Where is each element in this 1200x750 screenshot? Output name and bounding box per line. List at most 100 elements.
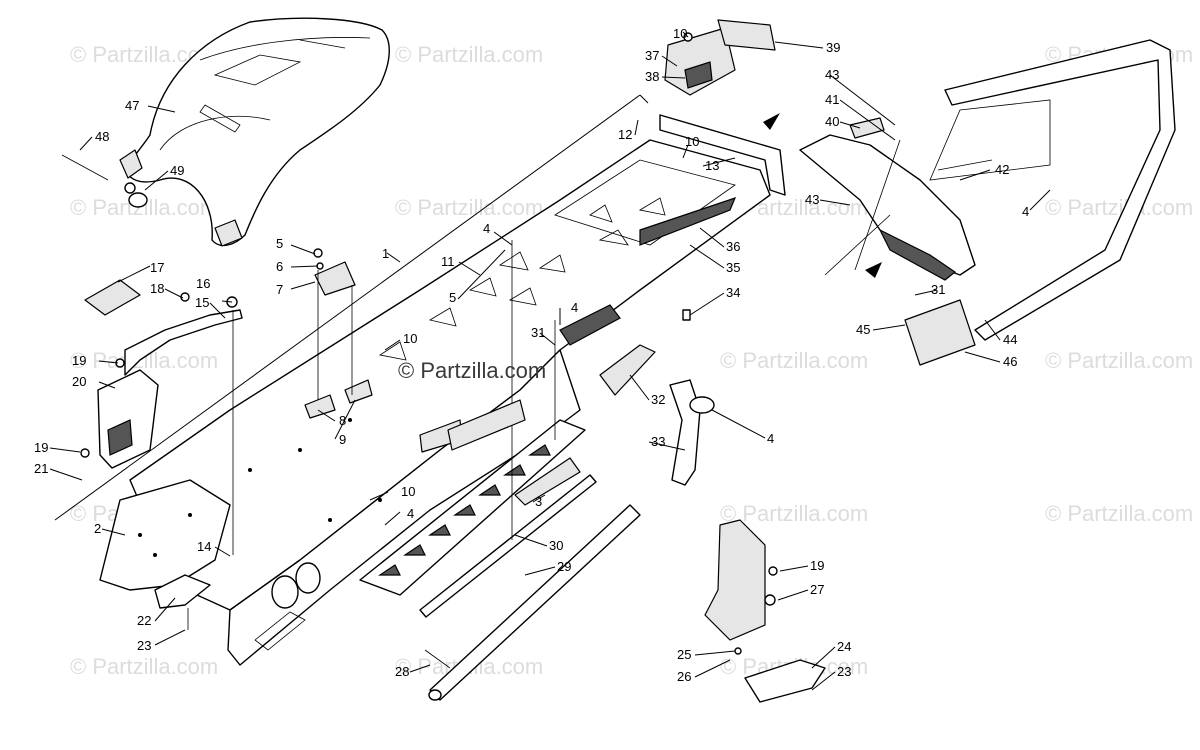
- leader-23: [154, 629, 186, 646]
- leader-32: [629, 374, 650, 401]
- callout-label: 33: [651, 434, 665, 449]
- bumper-outline: [929, 99, 1051, 181]
- callout-label: 8: [339, 413, 346, 428]
- side-panel-hole: [295, 562, 321, 594]
- running-board-vent: [403, 544, 426, 556]
- callout-label: 15: [195, 295, 209, 310]
- callout-label: 38: [645, 69, 659, 84]
- bolt-hole: [348, 418, 352, 422]
- callout-label: 35: [726, 260, 740, 275]
- callout-label: 6: [276, 259, 283, 274]
- leader-4c: [384, 511, 401, 526]
- leader-49: [144, 170, 169, 191]
- tunnel-plate: [447, 399, 526, 451]
- bracket-7: [314, 261, 356, 296]
- callout-label: 19: [34, 440, 48, 455]
- watermark: © Partzilla.com: [720, 501, 868, 526]
- rear-bumper-parts: [763, 39, 1176, 366]
- leader-19b: [49, 447, 81, 453]
- callout-label: 21: [34, 461, 48, 476]
- leader-42: [959, 169, 991, 181]
- callout-label: 4: [483, 221, 490, 236]
- watermark: © Partzilla.com: [395, 195, 543, 220]
- watermark: © Partzilla.com: [1045, 195, 1193, 220]
- callout-label: 22: [137, 613, 151, 628]
- callout-label: 16: [196, 276, 210, 291]
- callout-label: 25: [677, 647, 691, 662]
- running-board-vent: [428, 524, 451, 536]
- bolt-42: [937, 159, 993, 171]
- leader-47: [147, 105, 176, 113]
- leader-19c: [779, 565, 809, 572]
- callout-label: 29: [557, 559, 571, 574]
- leader-36: [699, 227, 725, 248]
- leader-13: [702, 157, 736, 167]
- nut-26: [734, 647, 742, 655]
- direction-arrow: [865, 262, 882, 278]
- callout-label: 45: [856, 322, 870, 337]
- direction-arrow: [763, 113, 780, 130]
- leader-22: [154, 597, 176, 622]
- leader-4a: [493, 231, 513, 246]
- seat-panel: [213, 54, 302, 86]
- seat-contour-line: [159, 115, 271, 151]
- running-board-vent: [503, 464, 526, 476]
- slide-rail-30: [419, 474, 597, 618]
- seat-bumper-49: [128, 192, 148, 208]
- leader-43a: [829, 74, 896, 126]
- deck-cutout: [498, 251, 529, 271]
- leader-33: [648, 441, 686, 451]
- leader-28: [409, 664, 431, 673]
- leader-12: [634, 119, 639, 136]
- deck-cutout: [589, 204, 613, 223]
- leader-26: [694, 659, 731, 678]
- leader-16: [221, 300, 233, 303]
- leader-10a: [384, 339, 401, 351]
- reinforcement-bracket-8: [304, 394, 336, 419]
- leader-39: [774, 41, 824, 49]
- leader-1: [386, 252, 401, 263]
- leader-lines: [49, 31, 1051, 691]
- leader-35: [689, 244, 725, 269]
- callout-label: 47: [125, 98, 139, 113]
- bolt-hole: [153, 553, 157, 557]
- rivet-28: [424, 649, 451, 669]
- bolt-hole: [248, 468, 252, 472]
- callout-label: 24: [837, 639, 851, 654]
- deck-cutout: [638, 197, 666, 216]
- snow-flap-parts: [599, 309, 715, 486]
- rear-flap-trim: [878, 228, 957, 281]
- leader-3: [532, 494, 546, 503]
- callout-label: 10: [403, 331, 417, 346]
- side-panel-hole: [271, 575, 299, 609]
- leader-7: [290, 281, 316, 290]
- callout-label: 10: [673, 26, 687, 41]
- bracket-45: [904, 299, 976, 366]
- bracket-20-vent: [107, 419, 133, 456]
- flap-washer: [689, 396, 715, 414]
- tube-15: [124, 309, 243, 376]
- callout-label: 23: [837, 664, 851, 679]
- leader-40: [839, 121, 861, 129]
- deck-rear-plate: [554, 159, 736, 246]
- running-board-vent: [528, 444, 551, 456]
- leader-31a: [539, 332, 556, 346]
- leader-10d: [682, 31, 689, 38]
- seat-latch-right: [214, 219, 243, 247]
- leader-5b: [457, 249, 506, 300]
- leader-17: [117, 265, 151, 283]
- callout-label: 14: [197, 539, 211, 554]
- cover-39: [717, 19, 776, 51]
- leader-37: [661, 55, 678, 67]
- tunnel-decal-block: [559, 304, 621, 346]
- front-mount-bracket: [99, 479, 231, 591]
- bolt-hole: [188, 513, 192, 517]
- deck-cutout: [598, 229, 629, 246]
- callout-label: 31: [531, 325, 545, 340]
- callout-label: 44: [1003, 332, 1017, 347]
- callout-layer: 1 2 3 4 4 4 4 4 5 5 6 7 8 9 10 10 10 10 …: [34, 26, 1029, 684]
- callout-label: 13: [705, 158, 719, 173]
- leader-10c: [682, 144, 689, 159]
- callout-label: 4: [407, 506, 414, 521]
- callout-label: 28: [395, 664, 409, 679]
